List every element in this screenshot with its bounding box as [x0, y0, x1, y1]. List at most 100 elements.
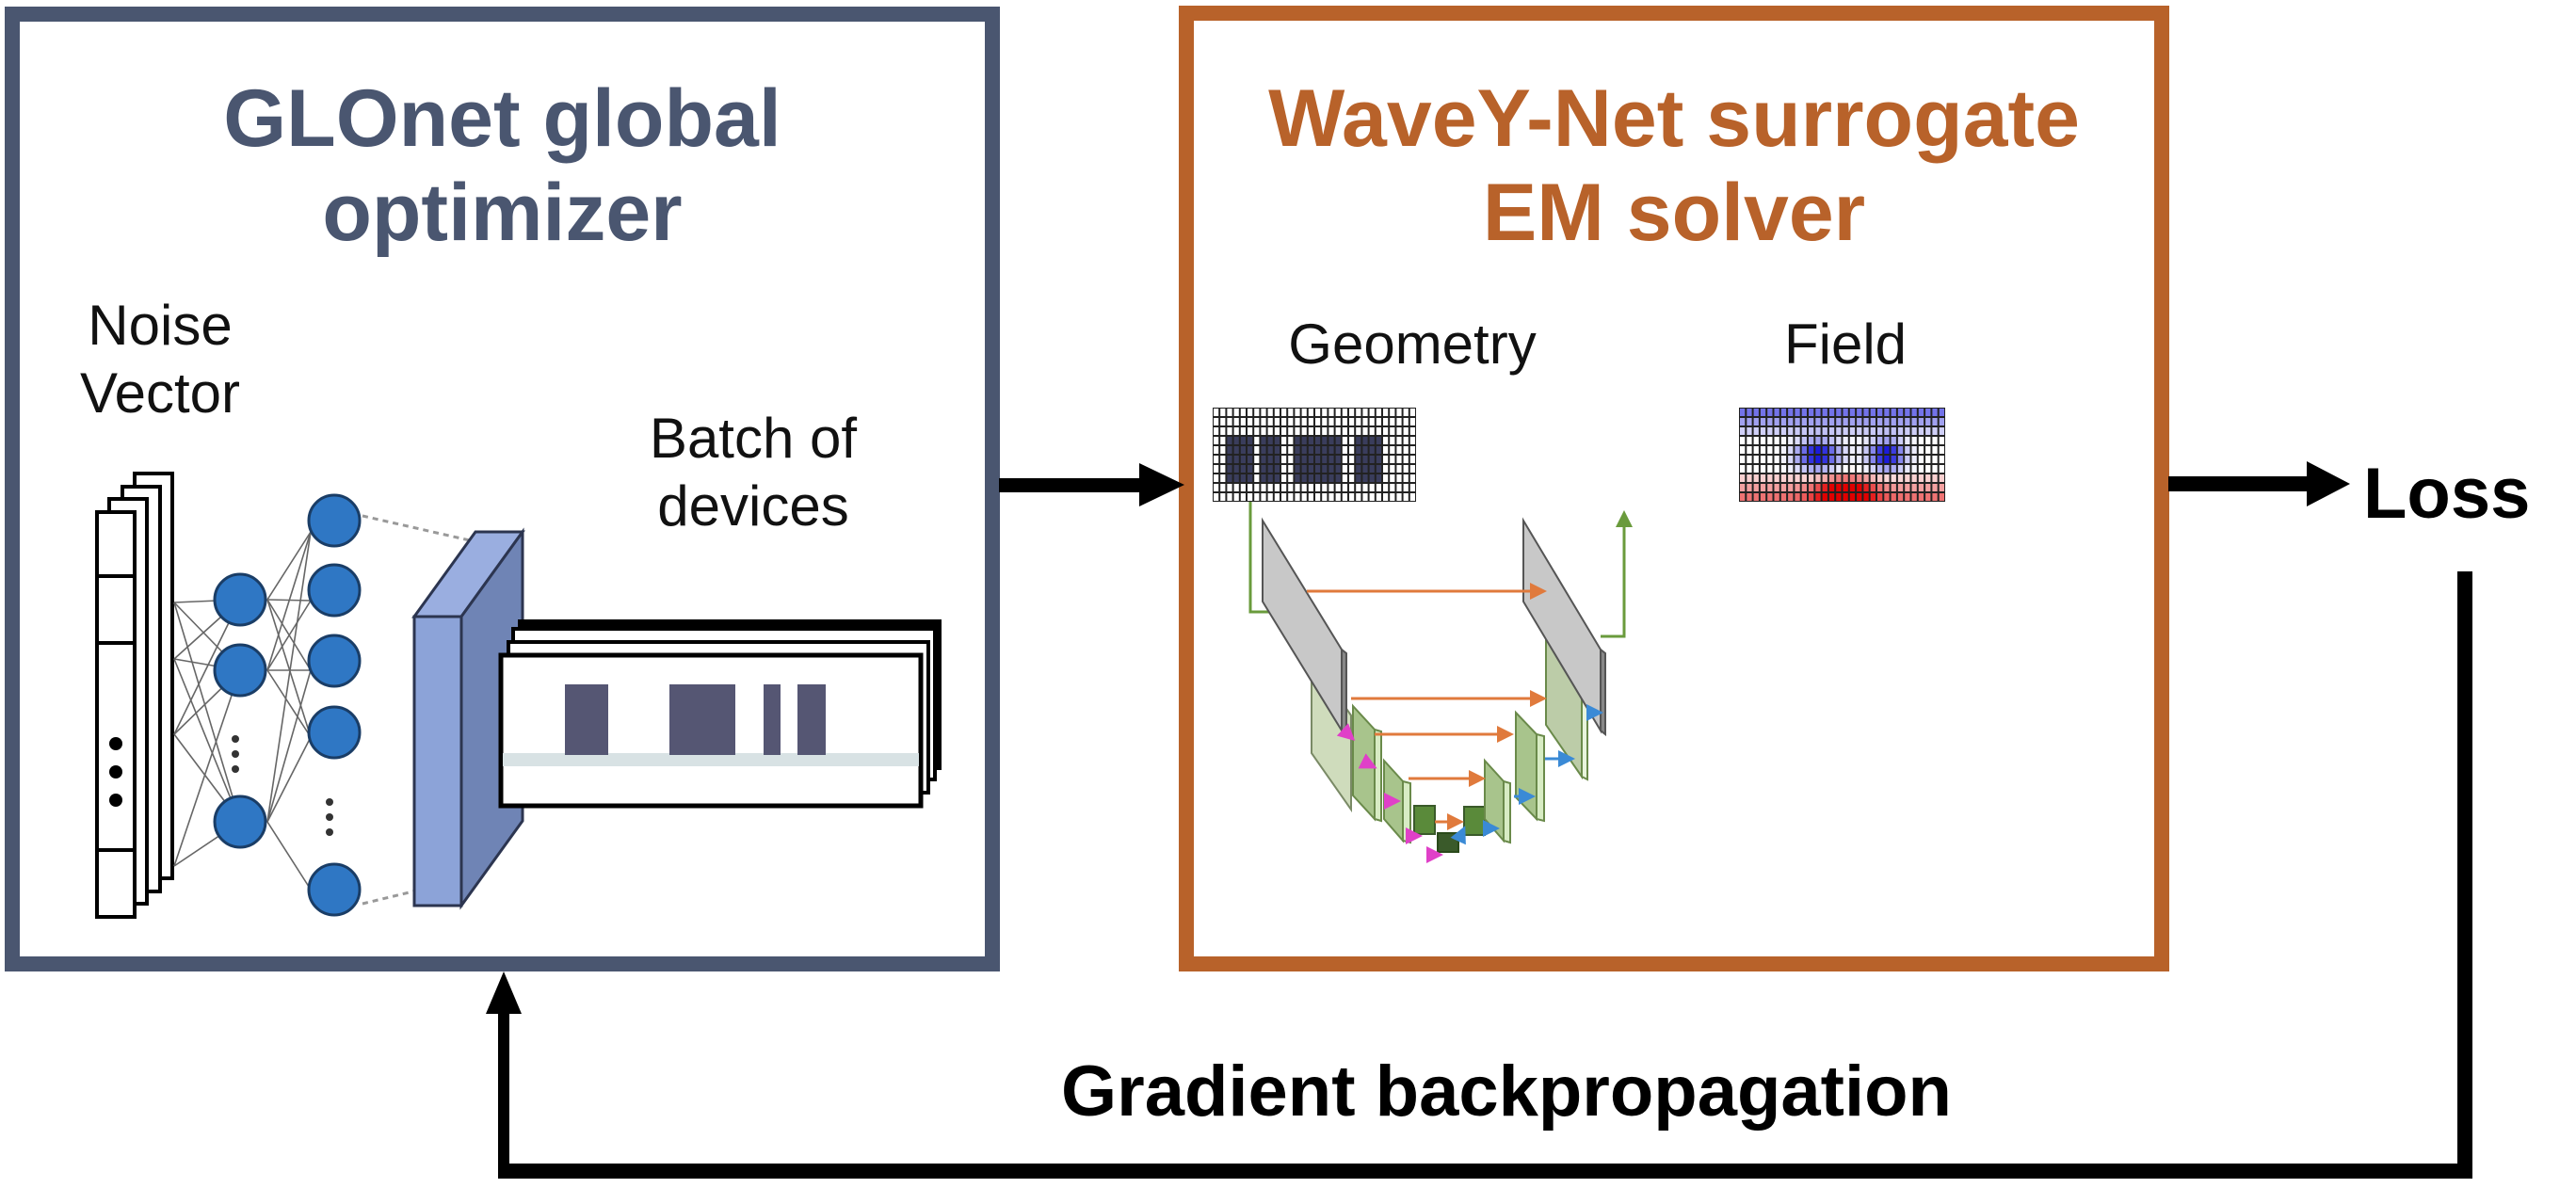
noise-ellipsis-icon — [109, 737, 122, 807]
grid-cell — [1877, 484, 1883, 491]
skip-connections — [1307, 583, 1547, 830]
grid-cell — [1857, 465, 1862, 473]
grid-cell — [1939, 437, 1944, 444]
grid-cell — [1801, 437, 1807, 444]
hidden-layer-1-neurons — [213, 572, 267, 849]
grid-cell — [1767, 446, 1773, 454]
grid-cell — [1233, 418, 1239, 425]
grid-cell — [1390, 418, 1395, 425]
grid-cell — [1362, 418, 1368, 425]
grid-cell — [1870, 446, 1876, 454]
grid-cell — [1767, 493, 1773, 501]
grid-cell — [1308, 484, 1313, 491]
grid-cell — [1335, 437, 1341, 444]
grid-cell — [1863, 465, 1869, 473]
grid-cell — [1383, 484, 1389, 491]
grid-cell — [1795, 446, 1800, 454]
grid-cell — [1932, 456, 1938, 463]
grid-cell — [1376, 484, 1381, 491]
grid-cell — [1788, 427, 1794, 435]
grid-cell — [1288, 465, 1294, 473]
grid-cell — [1905, 456, 1910, 463]
grid-cell — [1349, 474, 1355, 482]
grid-cell — [1836, 427, 1842, 435]
grid-cell — [1760, 409, 1766, 416]
grid-cell — [1843, 427, 1848, 435]
grid-cell — [1315, 474, 1321, 482]
grid-cell — [1843, 446, 1848, 454]
grid-cell — [1897, 474, 1904, 482]
grid-cell — [1925, 409, 1931, 416]
geometry-grid — [1213, 408, 1416, 502]
grid-cell — [1254, 418, 1260, 425]
grid-cell — [1335, 474, 1341, 482]
grid-cell — [1362, 484, 1368, 491]
grid-cell — [1836, 484, 1842, 491]
grid-cell — [1857, 493, 1862, 501]
grid-cell — [1801, 456, 1807, 463]
grid-cell — [1288, 437, 1294, 444]
grid-cell — [1836, 456, 1842, 463]
grid-cell — [1905, 493, 1910, 501]
grid-cell — [1390, 409, 1395, 416]
grid-cell — [1328, 456, 1334, 463]
grid-cell — [1884, 427, 1890, 435]
grid-cell — [1925, 427, 1931, 435]
grid-cell — [1301, 465, 1307, 473]
grid-cell — [1295, 418, 1300, 425]
grid-cell — [1301, 427, 1307, 435]
grid-cell — [1403, 493, 1409, 501]
grid-cell — [1220, 409, 1226, 416]
grid-cell — [1328, 446, 1334, 454]
grid-cell — [1335, 427, 1341, 435]
grid-cell — [1925, 493, 1931, 501]
grid-cell — [1905, 446, 1910, 454]
grid-cell — [1227, 456, 1232, 463]
grid-cell — [1815, 465, 1821, 473]
grid-cell — [1897, 446, 1904, 454]
grid-cell — [1254, 456, 1260, 463]
grid-cell — [1918, 437, 1924, 444]
grid-cell — [1390, 456, 1395, 463]
grid-cell — [1815, 409, 1821, 416]
grid-cell — [1836, 465, 1842, 473]
grid-cell — [1261, 409, 1266, 416]
grid-cell — [1227, 493, 1232, 501]
grid-cell — [1376, 474, 1381, 482]
grid-cell — [1788, 446, 1794, 454]
grid-cell — [1863, 474, 1869, 482]
grid-cell — [1877, 465, 1883, 473]
grid-cell — [1939, 465, 1944, 473]
conv-layer-block — [411, 527, 525, 910]
grid-cell — [1295, 437, 1300, 444]
grid-cell — [1863, 427, 1869, 435]
grid-cell — [1335, 484, 1341, 491]
grid-cell — [1801, 484, 1807, 491]
grid-cell — [1322, 409, 1328, 416]
grid-cell — [1295, 446, 1300, 454]
grid-cell — [1409, 493, 1415, 501]
grid-cell — [1301, 474, 1307, 482]
output-green-arrow — [1601, 510, 1633, 638]
grid-cell — [1891, 427, 1896, 435]
grid-cell — [1774, 474, 1779, 482]
grid-cell — [1295, 484, 1300, 491]
grid-cell — [1767, 474, 1773, 482]
grid-cell — [1836, 446, 1842, 454]
grid-cell — [1335, 446, 1341, 454]
grid-cell — [1308, 493, 1313, 501]
grid-cell — [1409, 474, 1415, 482]
grid-cell — [1747, 446, 1752, 454]
grid-cell — [1925, 437, 1931, 444]
grid-cell — [1248, 465, 1253, 473]
grid-cell — [1753, 493, 1759, 501]
grid-cell — [1328, 474, 1334, 482]
grid-cell — [1780, 409, 1787, 416]
grid-cell — [1369, 437, 1375, 444]
grid-cell — [1918, 409, 1924, 416]
grid-cell — [1396, 446, 1402, 454]
hidden-layer-2-neurons — [307, 493, 362, 917]
grid-cell — [1308, 474, 1313, 482]
grid-cell — [1788, 456, 1794, 463]
grid-cell — [1261, 456, 1266, 463]
